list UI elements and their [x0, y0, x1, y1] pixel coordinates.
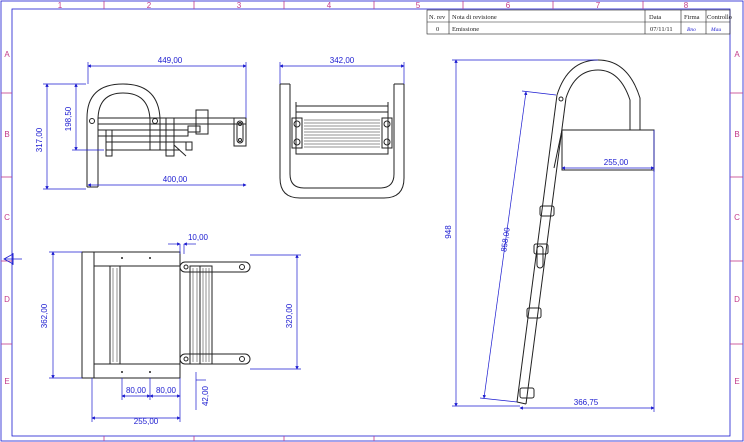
dim-iso-step: 255,00: [604, 158, 629, 167]
dim-side-height-total: 317,00: [35, 127, 44, 152]
inclined-view: 948 858,00 255,00 366,75: [444, 59, 655, 412]
revision-cell-check: Mau: [710, 27, 721, 33]
dim-iso-height: 948: [444, 225, 453, 239]
dim-top-width: 362,00: [40, 303, 49, 328]
revision-header-signature: Firma: [684, 14, 700, 21]
row-label: D: [4, 295, 10, 304]
dim-top-base: 255,00: [134, 417, 159, 426]
revision-cell-date: 07/11/11: [650, 26, 673, 33]
front-view: 342,00: [279, 56, 405, 199]
dim-front-width: 342,00: [330, 56, 355, 65]
column-label: 4: [327, 1, 332, 10]
column-label: 7: [596, 1, 601, 10]
row-label: D: [734, 295, 740, 304]
dim-side-width: 449,00: [158, 56, 183, 65]
dim-top-small: 42,00: [201, 385, 210, 406]
revision-table: N. rev Nota di revisione Data Firma Cont…: [426, 9, 732, 35]
revision-header-date: Data: [649, 14, 661, 21]
top-view: 10,00 362,00 320,00 80,00 80,00 255,00 4…: [40, 233, 301, 426]
row-label: A: [734, 50, 740, 59]
dim-top-step-a: 80,00: [126, 386, 147, 395]
row-label: A: [4, 50, 10, 59]
dim-iso-base: 366,75: [574, 398, 599, 407]
column-label: 1: [58, 1, 63, 10]
row-labels: A B C D E A B C D E: [4, 50, 740, 386]
column-labels: 1 2 3 4 5 6 7 8: [58, 1, 689, 10]
column-label: 8: [684, 1, 689, 10]
column-label: 3: [237, 1, 242, 10]
revision-cell-note: Emissione: [452, 26, 479, 33]
row-label: C: [734, 213, 740, 222]
dim-top-step-b: 80,00: [156, 386, 177, 395]
revision-cell-rev: 0: [436, 26, 439, 33]
row-label: E: [734, 377, 739, 386]
revision-header-check: Controllo: [707, 14, 732, 21]
revision-header-rev: N. rev: [429, 14, 446, 21]
column-label: 2: [147, 1, 152, 10]
row-label: B: [734, 130, 739, 139]
side-view: 449,00 317,00 198,50 400,00: [35, 56, 247, 190]
dim-side-height-upper: 198,50: [64, 106, 73, 131]
column-label: 5: [416, 1, 421, 10]
row-label: C: [4, 213, 10, 222]
row-label: E: [4, 377, 9, 386]
column-label: 6: [506, 1, 511, 10]
dim-side-depth: 400,00: [163, 175, 188, 184]
revision-cell-signature: Bno: [687, 27, 696, 33]
row-label: B: [4, 130, 9, 139]
revision-header-note: Nota di revisione: [452, 14, 497, 21]
dim-top-inner-width: 320,00: [285, 303, 294, 328]
dim-top-offset: 10,00: [188, 233, 209, 242]
dim-iso-length: 858,00: [499, 226, 511, 252]
centering-mark: [3, 253, 22, 265]
